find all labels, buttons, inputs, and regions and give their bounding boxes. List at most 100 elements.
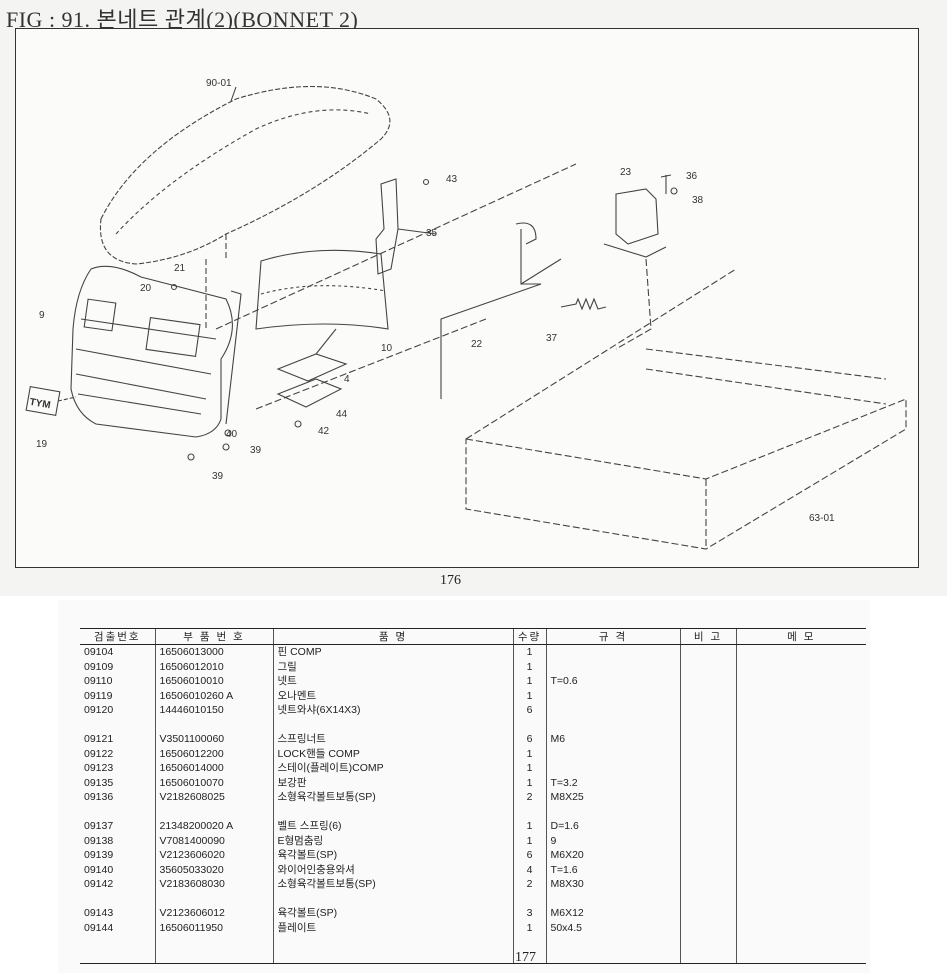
label-42: 42 [318, 426, 330, 437]
part-name-cell: 핀 COMP [272, 644, 513, 660]
catalog-page-176: FIG : 91. 본네트 관계(2)(BONNET 2) TYM [0, 0, 947, 596]
memo-cell [735, 862, 866, 877]
part-name-cell: 넷트 [272, 674, 513, 689]
spec-cell: 9 [545, 833, 680, 848]
memo-cell [735, 732, 866, 747]
label-21: 21 [174, 263, 186, 274]
pin-bracket-part [615, 188, 659, 245]
part-name-cell: 플레이트 [272, 920, 513, 964]
label-36: 36 [686, 171, 698, 182]
spec-cell: M6X12 [545, 906, 680, 921]
plate-part [276, 378, 343, 408]
spec-cell [545, 659, 680, 674]
ref-no-cell: 09119 [84, 689, 113, 702]
label-23: 23 [620, 167, 632, 178]
memo-cell [735, 644, 866, 660]
reinforcement-plate-part [276, 353, 348, 382]
table-row [80, 804, 866, 819]
memo-cell [735, 804, 866, 819]
label-39: 39 [250, 445, 262, 456]
front-grille-part [70, 265, 233, 438]
qty-cell: 2 [512, 790, 546, 805]
ref-no-cell: 09104 [84, 646, 114, 658]
part-no-cell: 16506011950 [154, 920, 273, 964]
part-name-cell: 그릴 [272, 659, 513, 674]
remark-cell [679, 906, 736, 921]
remark-cell [679, 790, 736, 805]
part-name-cell: 벨트 스프링(6) [272, 819, 513, 834]
ref-no-cell: 09144 [80, 920, 155, 964]
part-no-cell: 14446010150 [154, 703, 273, 718]
memo-cell [735, 674, 866, 689]
remark-cell [679, 877, 736, 892]
label-63-01: 63-01 [809, 513, 835, 524]
remark-cell [679, 674, 736, 689]
part-no-cell: 16506010070 [154, 775, 273, 790]
part-no-cell: 16506013000 [154, 644, 273, 660]
part-no-cell: V3501100060 [154, 732, 273, 747]
memo-cell [735, 877, 866, 892]
part-name-cell: 와이어인충용와셔 [272, 862, 513, 877]
col-header-part-name: 품 명 [272, 628, 513, 645]
label-22: 22 [471, 339, 483, 350]
memo-cell [735, 761, 866, 776]
figure-title: FIG : 91. 본네트 관계(2)(BONNET 2) [6, 7, 359, 32]
remark-cell [679, 688, 736, 703]
spec-cell: M8X25 [545, 790, 680, 805]
part-no-cell: 16506012010 [154, 659, 273, 674]
bonnet-top-part [99, 86, 391, 265]
net-part [255, 249, 389, 330]
memo-cell [735, 906, 866, 921]
part-name-cell: 넷트와샤(6X14X3) [272, 703, 513, 718]
qty-cell: 6 [512, 848, 546, 863]
qty-cell: 1 [512, 659, 546, 674]
ref-no-cell: 09136 [84, 791, 114, 803]
col-header-spec: 규 격 [545, 628, 680, 645]
part-name-cell [272, 891, 513, 906]
memo-cell [735, 688, 866, 703]
label-37: 37 [546, 333, 558, 344]
label-43: 43 [446, 174, 458, 185]
ref-no-cell: 09137 [84, 820, 114, 832]
part-no-cell: 16506010010 [154, 674, 273, 689]
part-no-cell: V2123606012 [154, 906, 273, 921]
ref-no-cell: 09123 [84, 762, 114, 774]
part-name-cell: 소형육각볼트보통(SP) [272, 790, 513, 805]
memo-cell [735, 833, 866, 848]
part-name-cell [272, 717, 513, 732]
col-header-qty: 수량 [512, 628, 546, 645]
memo-cell [735, 848, 866, 863]
memo-cell [735, 703, 866, 718]
part-no-cell: V2123606020 [154, 848, 273, 863]
part-no-cell: 16506010260 A [154, 688, 273, 703]
remark-cell [679, 659, 736, 674]
page-number-top: 176 [440, 573, 461, 588]
qty-cell: 1 [512, 688, 546, 703]
qty-cell: 1 [512, 761, 546, 776]
spec-cell: T=3.2 [545, 775, 680, 790]
remark-cell [679, 862, 736, 877]
ref-no-cell: 09139 [84, 849, 114, 861]
part-no-cell: V2182608025 [154, 790, 273, 805]
label-20: 20 [140, 283, 152, 294]
spec-cell [545, 703, 680, 718]
label-40: 40 [226, 429, 238, 440]
diagram-svg: TYM [25, 78, 907, 550]
qty-cell: 4 [512, 862, 546, 877]
part-name-cell: 스프링너트 [272, 732, 513, 747]
remark-cell [679, 833, 736, 848]
remark-cell [679, 848, 736, 863]
part-no-cell: 21348200020 A [154, 819, 273, 834]
spec-cell: M6X20 [545, 848, 680, 863]
part-no-cell: 16506014000 [154, 761, 273, 776]
part-name-cell: 육각볼트(SP) [272, 848, 513, 863]
